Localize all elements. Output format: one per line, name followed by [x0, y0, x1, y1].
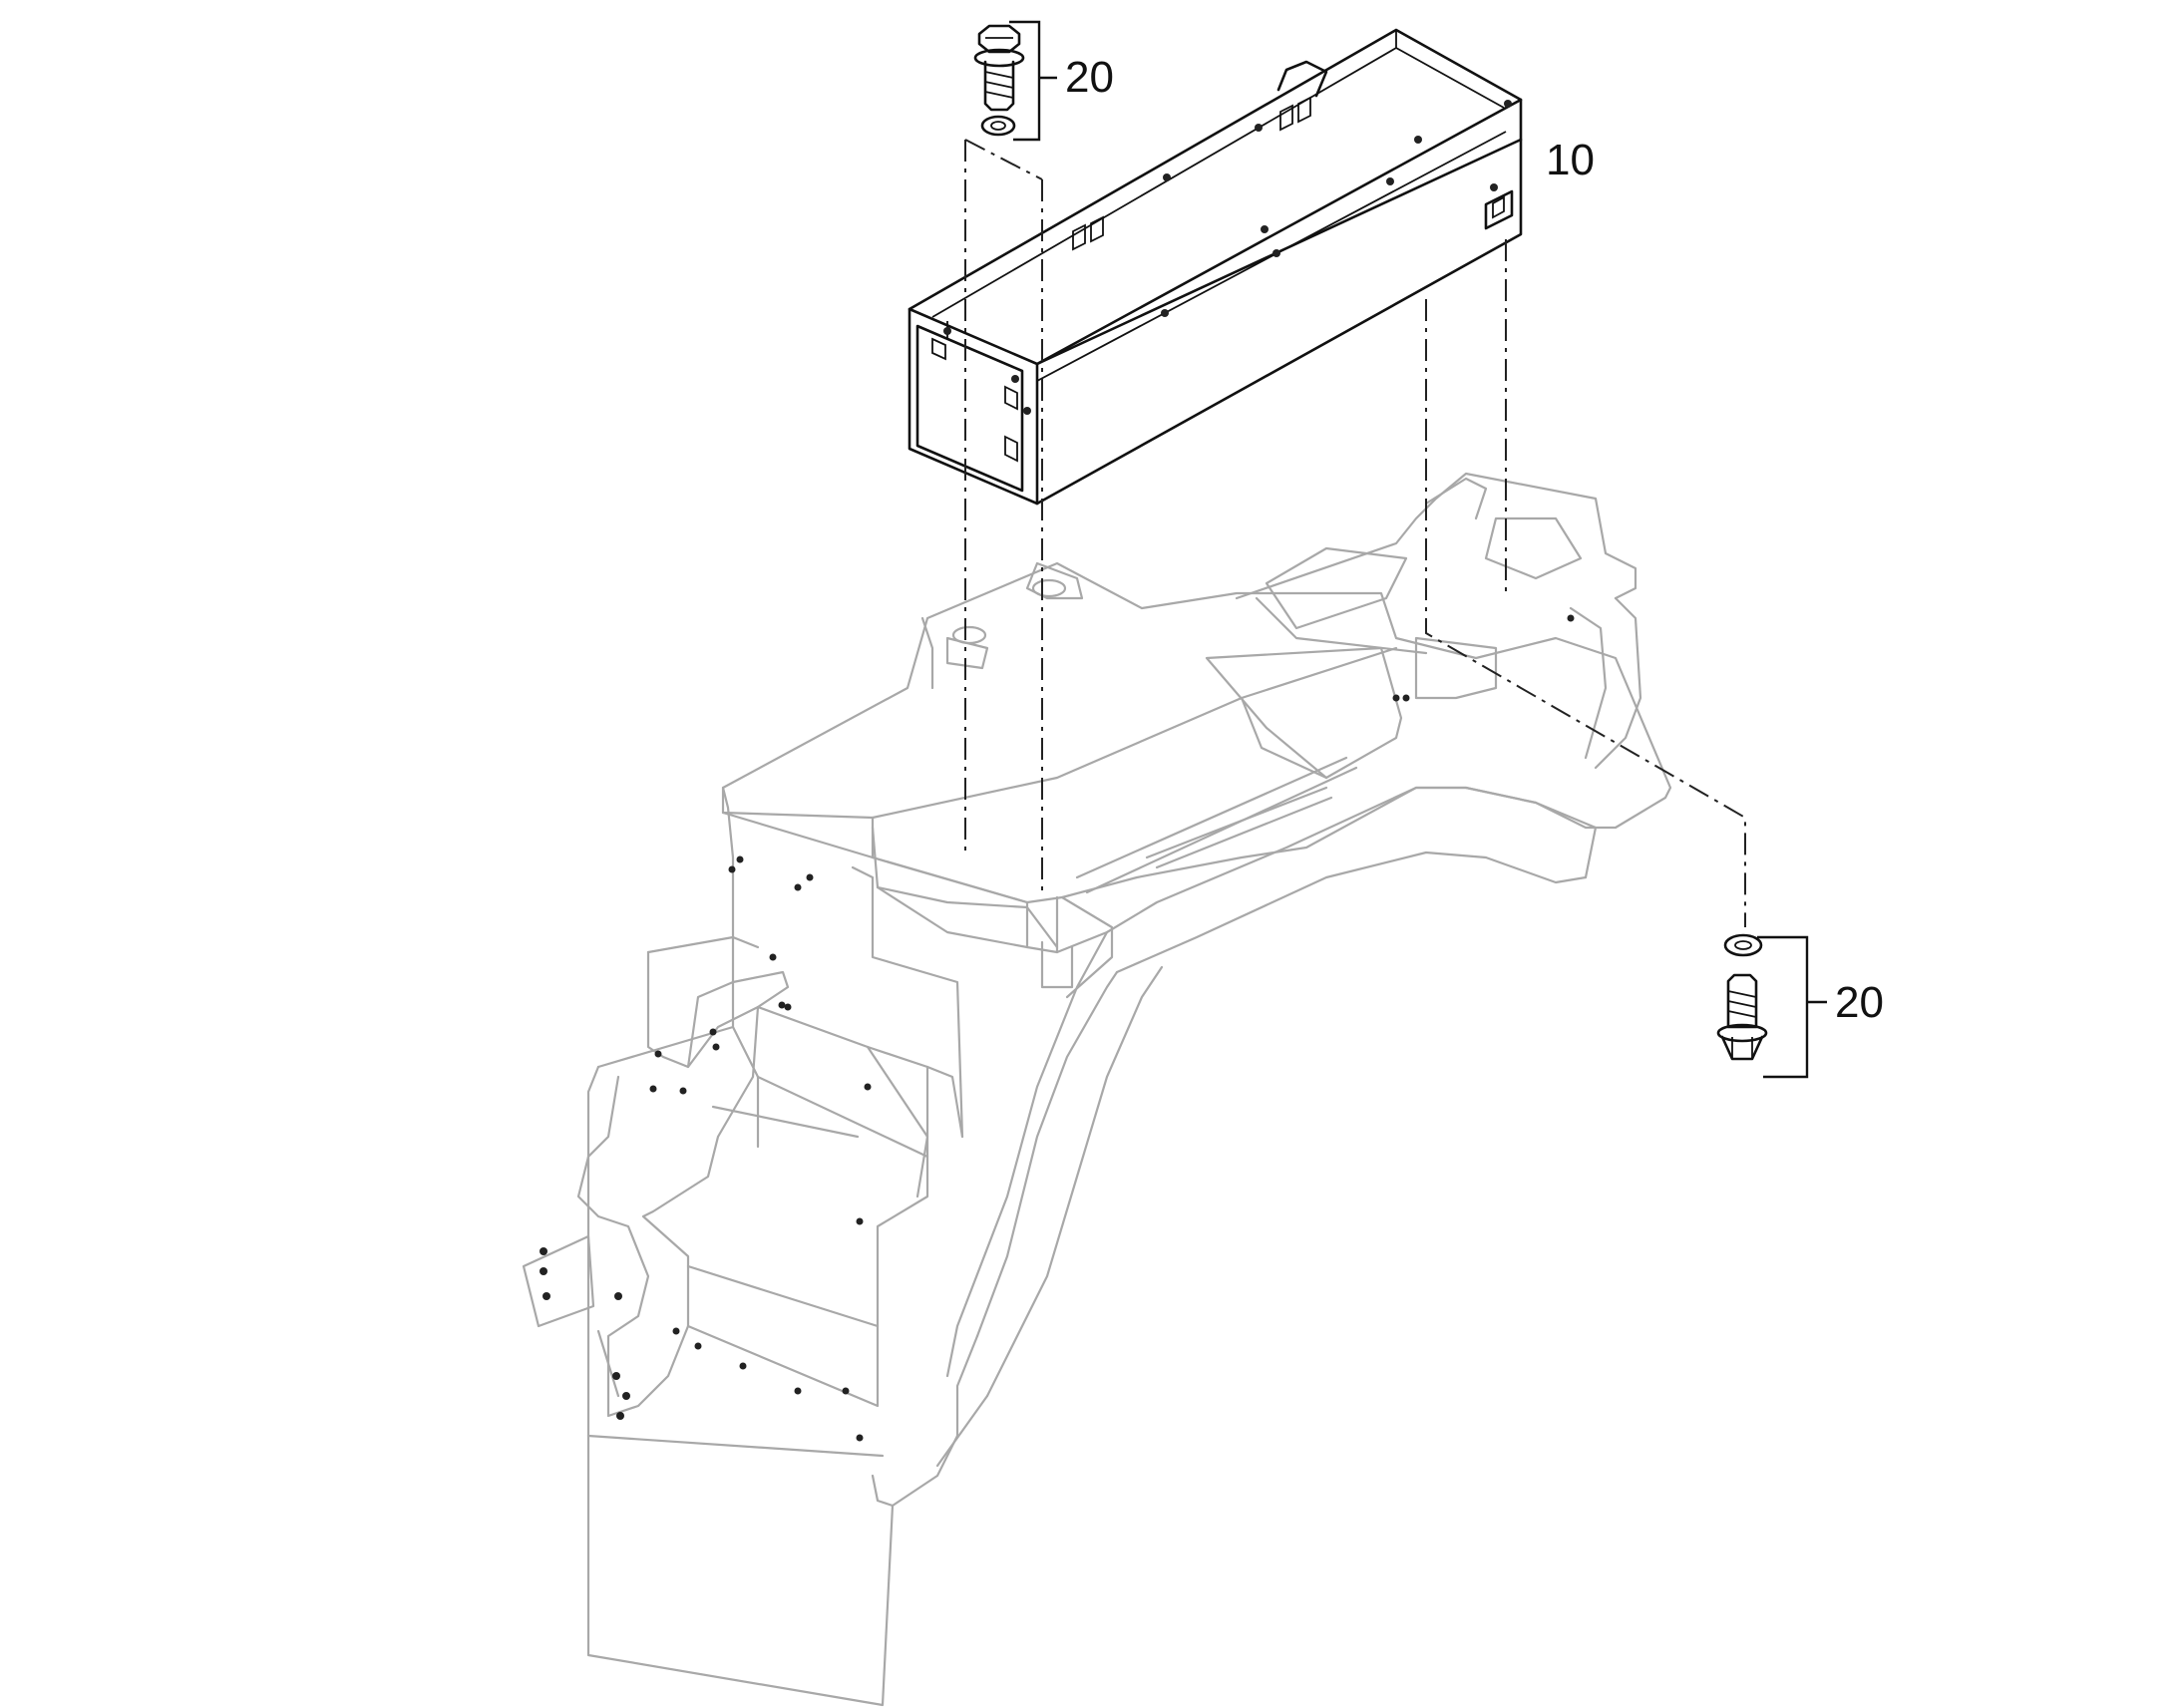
fender-assembly-ghost	[522, 472, 1672, 1707]
bolt-bottom-part	[1716, 933, 1768, 1061]
callout-label-bolt-bottom: 20	[1835, 978, 1884, 1027]
callout-leaders	[1009, 20, 1827, 1079]
callout-label-box: 10	[1546, 136, 1595, 184]
bolt-top-part	[973, 24, 1025, 137]
assembly-centerlines	[964, 139, 1746, 927]
callout-label-bolt-top: 20	[1065, 53, 1114, 102]
storage-box-part	[908, 28, 1523, 506]
